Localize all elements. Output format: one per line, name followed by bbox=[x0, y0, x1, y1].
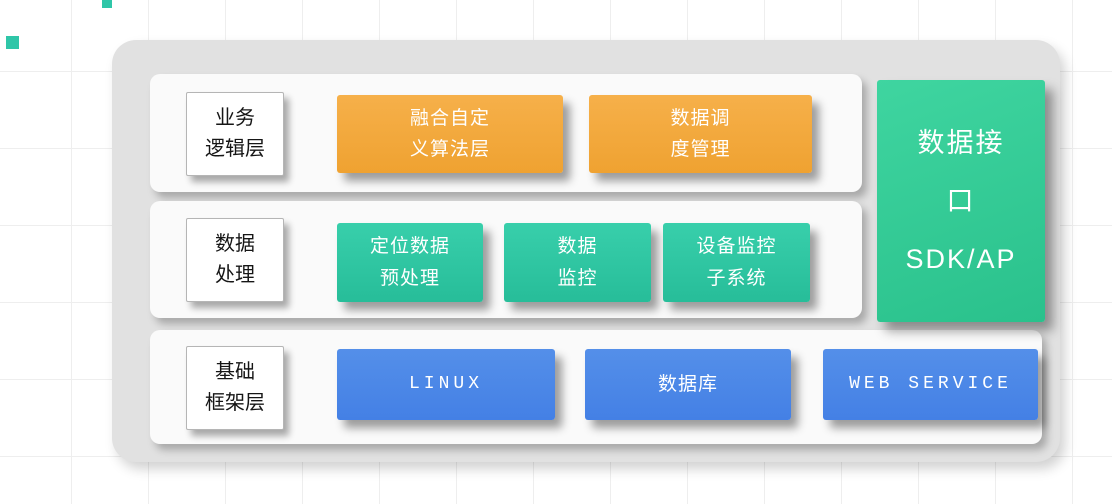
box-text: LINUX bbox=[408, 373, 483, 394]
box-text: 口 bbox=[946, 185, 976, 216]
box-text: SDK/AP bbox=[905, 244, 1017, 275]
layer-label-text: 框架层 bbox=[205, 392, 265, 414]
box-text: 数据接 bbox=[917, 127, 1005, 158]
box-text: 子系统 bbox=[706, 267, 767, 289]
layer-label-text: 数据 bbox=[215, 233, 255, 255]
layer-label-base-framework: 基础 框架层 bbox=[186, 346, 284, 430]
box-linux: LINUX bbox=[337, 349, 555, 420]
box-text: WEB SERVICE bbox=[849, 373, 1012, 394]
decor-square bbox=[102, 0, 112, 8]
box-data-scheduling-management: 数据调 度管理 bbox=[589, 95, 812, 173]
layer-label-text: 处理 bbox=[215, 264, 255, 286]
box-text: 预处理 bbox=[379, 267, 440, 289]
box-text: 义算法层 bbox=[409, 139, 490, 160]
layer-label-text: 逻辑层 bbox=[205, 138, 265, 160]
box-text: 数据 bbox=[557, 236, 598, 258]
layer-label-text: 业务 bbox=[215, 107, 255, 129]
box-data-monitoring: 数据 监控 bbox=[504, 223, 651, 302]
box-data-interface-sdk-api: 数据接 口 SDK/AP bbox=[877, 80, 1045, 322]
box-positioning-data-preprocessing: 定位数据 预处理 bbox=[337, 223, 483, 302]
box-database: 数据库 bbox=[585, 349, 791, 420]
decor-square bbox=[6, 36, 19, 49]
box-text: 设备监控 bbox=[696, 236, 777, 258]
box-text: 监控 bbox=[557, 267, 598, 289]
box-text: 融合自定 bbox=[409, 107, 490, 129]
box-fusion-custom-algorithm-layer: 融合自定 义算法层 bbox=[337, 95, 563, 173]
layer-label-text: 基础 bbox=[215, 361, 255, 383]
box-text: 定位数据 bbox=[369, 236, 450, 258]
box-text: 度管理 bbox=[670, 139, 731, 160]
box-device-monitoring-subsystem: 设备监控 子系统 bbox=[663, 223, 810, 302]
box-text: 数据库 bbox=[657, 373, 718, 395]
layer-label-data-processing: 数据 处理 bbox=[186, 218, 284, 302]
box-web-service: WEB SERVICE bbox=[823, 349, 1038, 420]
layer-label-business-logic: 业务 逻辑层 bbox=[186, 92, 284, 176]
box-text: 数据调 bbox=[670, 107, 731, 129]
